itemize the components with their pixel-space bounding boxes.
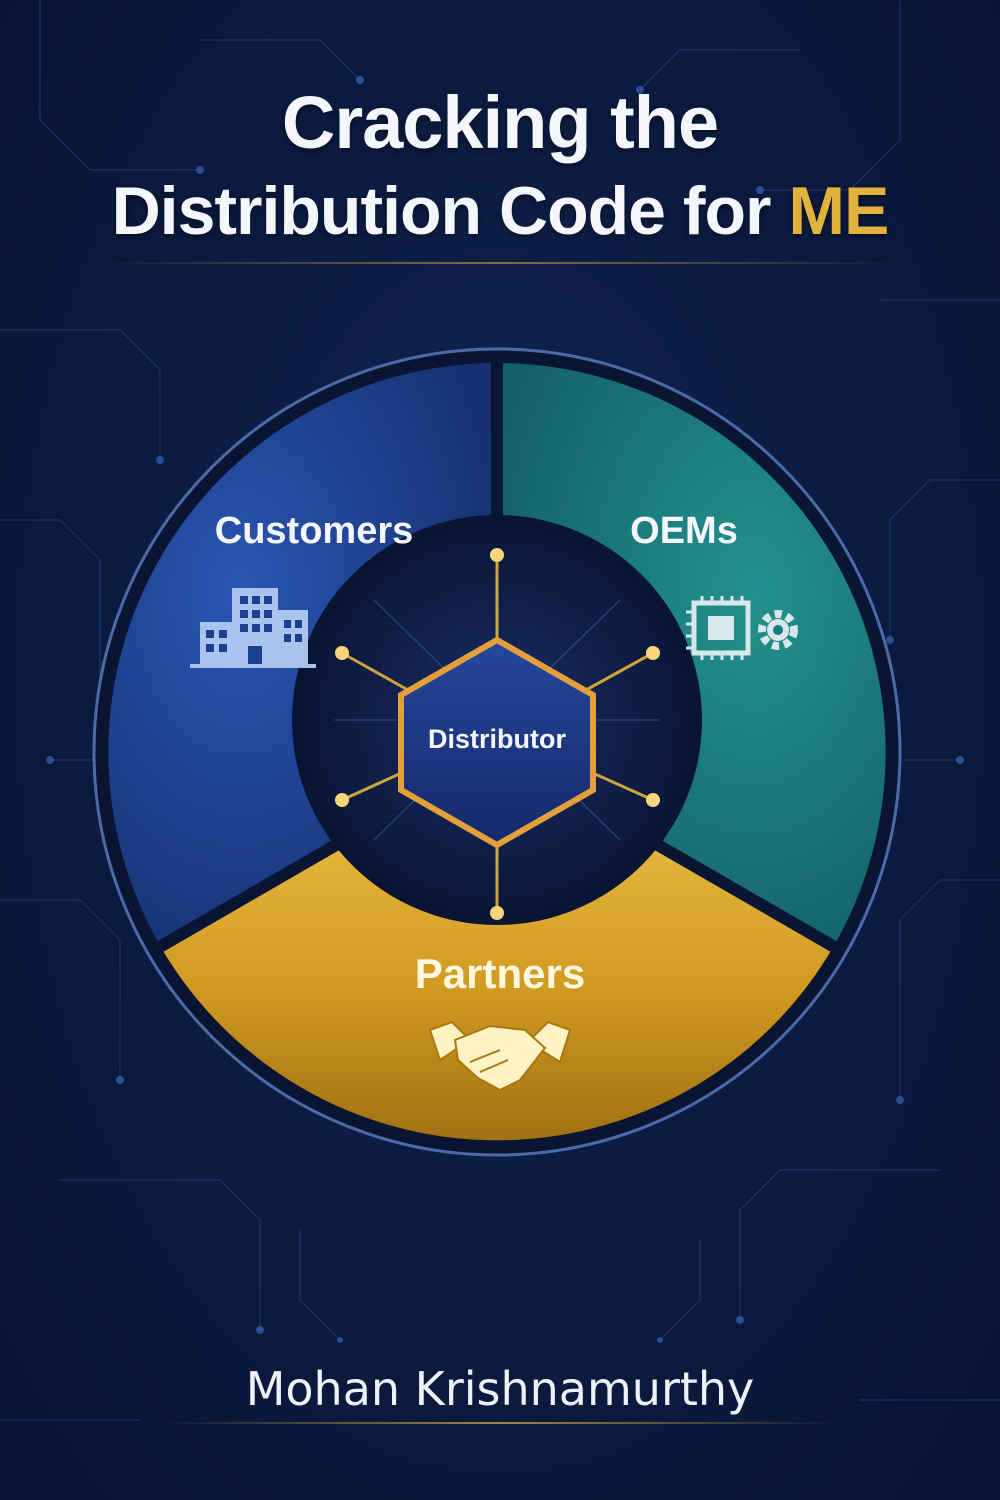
hub-label: Distributor bbox=[428, 724, 566, 754]
partners-label: Partners bbox=[415, 950, 585, 997]
handshake-icon bbox=[428, 1020, 572, 1092]
distributor-hexagon bbox=[398, 636, 596, 849]
author-name: Mohan Krishnamurthy bbox=[245, 1362, 755, 1416]
hub-connectors bbox=[341, 555, 654, 913]
title-divider bbox=[95, 262, 905, 264]
customers-label: Customers bbox=[215, 510, 414, 552]
author-divider bbox=[160, 1422, 840, 1424]
hub-nodes bbox=[335, 548, 660, 920]
title-line-2: Distribution Code for ME bbox=[0, 172, 1000, 250]
title-accent: ME bbox=[788, 173, 889, 249]
chip-gear-icon bbox=[686, 596, 798, 660]
buildings-icon bbox=[190, 588, 316, 668]
title-main: Distribution Code for bbox=[111, 173, 789, 249]
title-line-1: Cracking the bbox=[281, 81, 719, 164]
segment-partners bbox=[147, 745, 847, 1153]
oems-label: OEMs bbox=[630, 510, 738, 552]
